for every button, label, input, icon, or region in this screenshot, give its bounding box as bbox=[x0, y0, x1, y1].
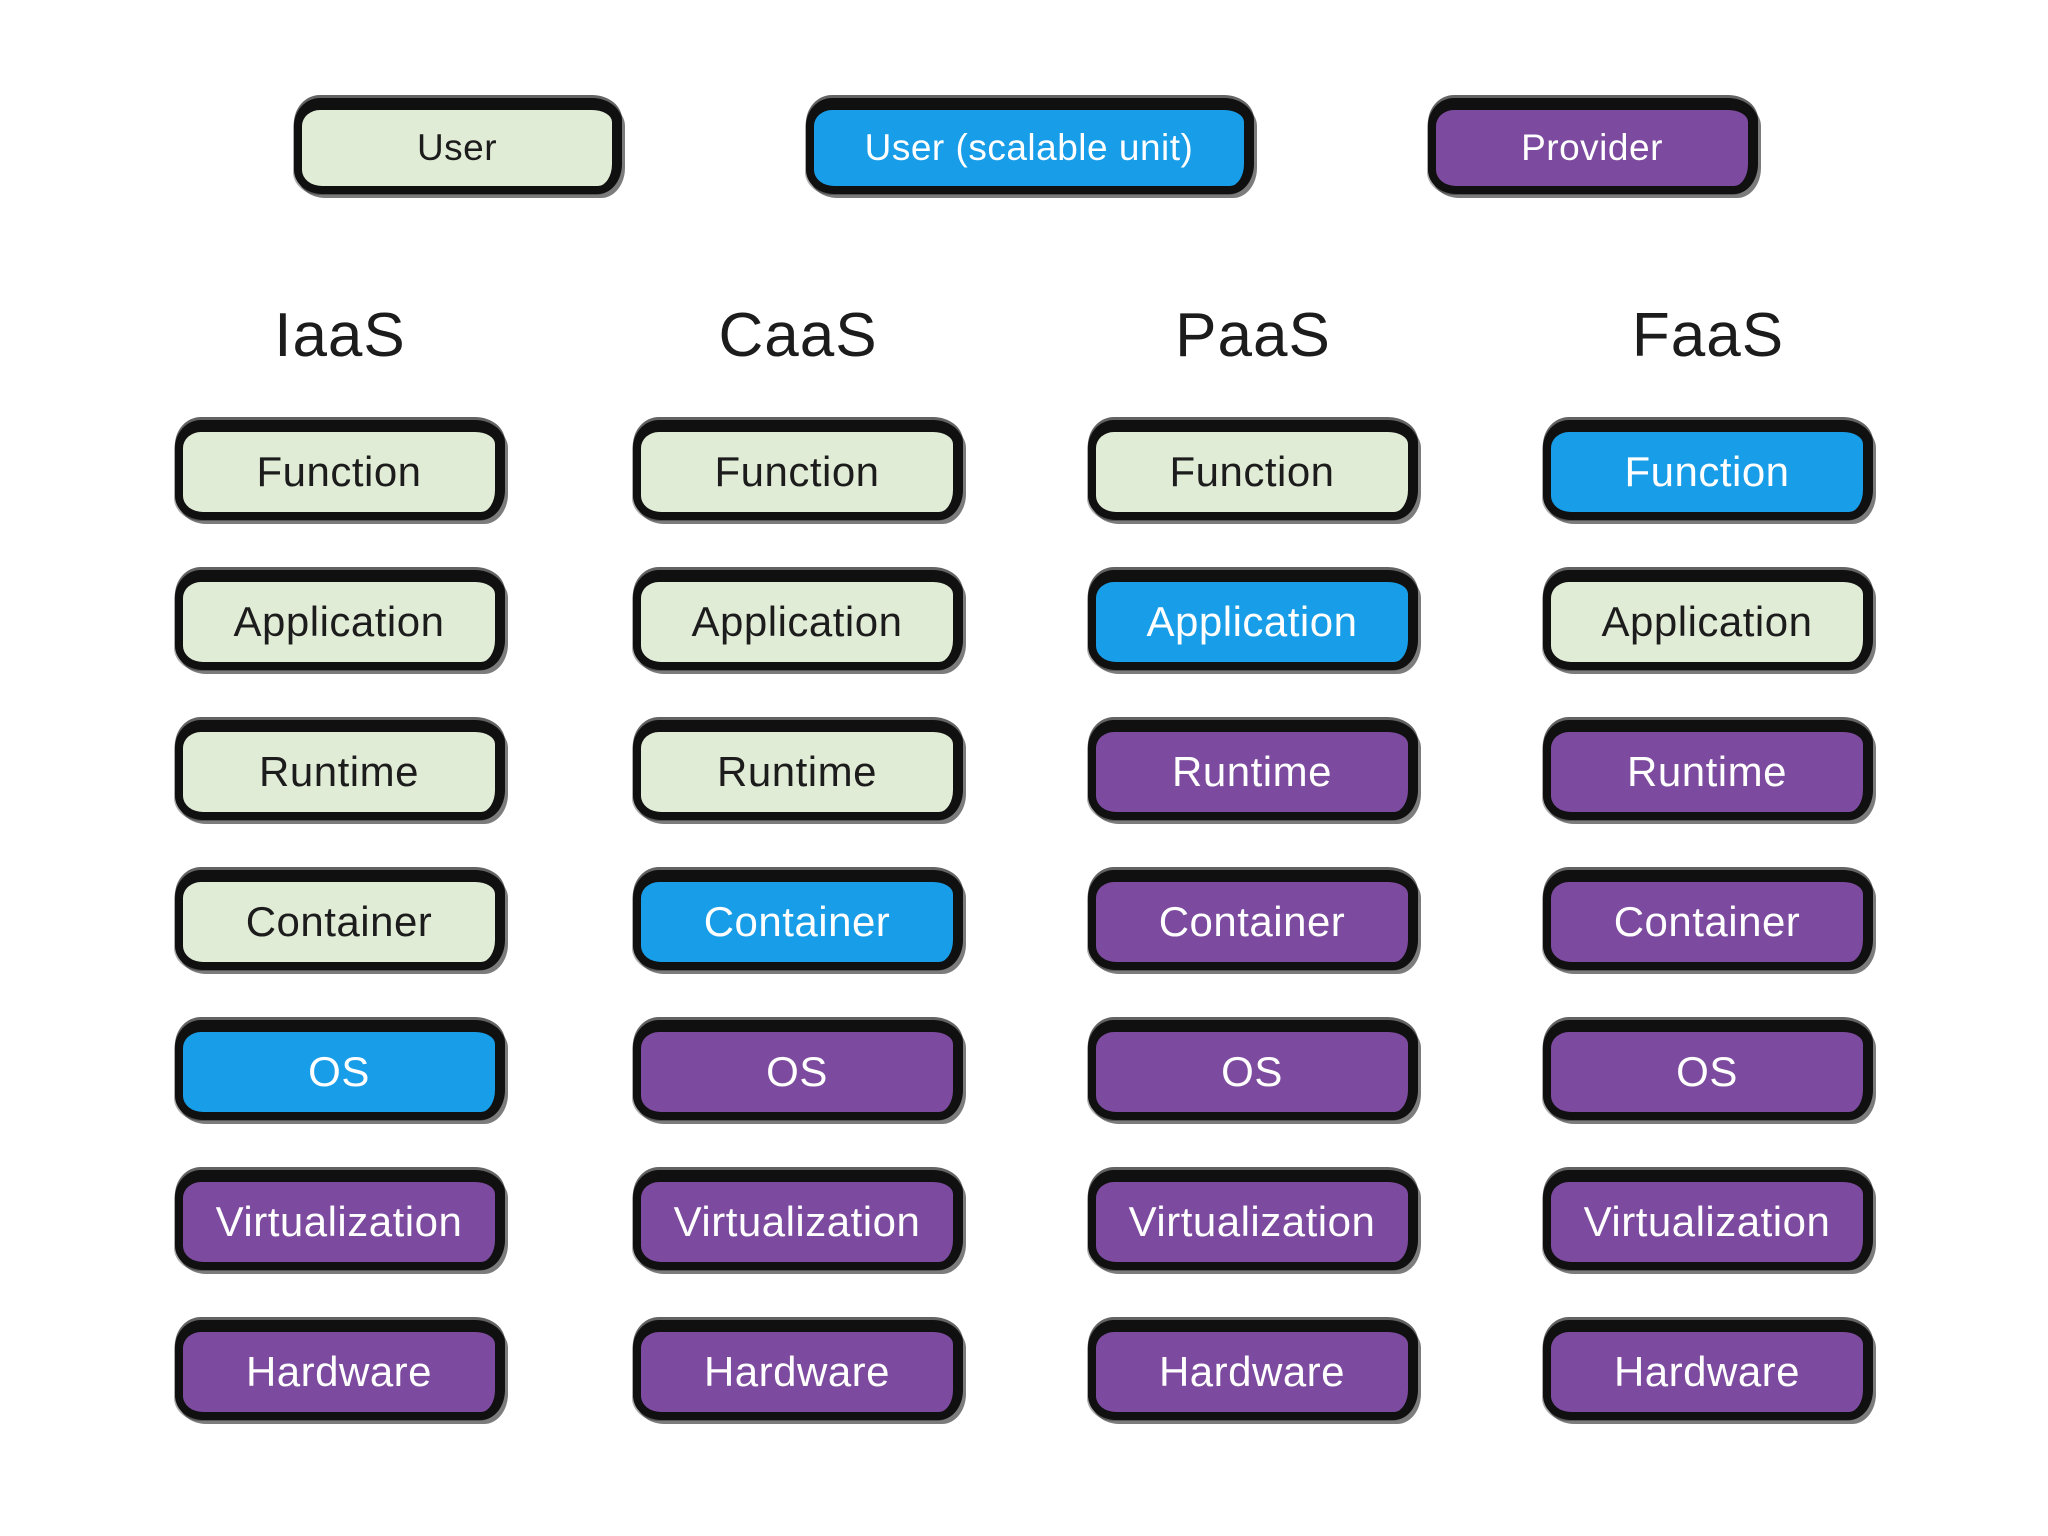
legend-label-provider: Provider bbox=[1521, 127, 1663, 168]
box-faas-hardware: Hardware bbox=[1543, 1320, 1873, 1420]
box-paas-os: OS bbox=[1088, 1020, 1418, 1120]
column-title-faas: FaaS bbox=[1631, 301, 1785, 370]
box-paas-runtime: Runtime bbox=[1088, 720, 1418, 820]
box-iaas-function: Function bbox=[175, 420, 505, 520]
box-faas-function: Function bbox=[1543, 420, 1873, 520]
box-paas-container: Container bbox=[1088, 870, 1418, 970]
box-paas-application: Application bbox=[1088, 570, 1418, 670]
box-label: OS bbox=[308, 1048, 370, 1095]
box-label: Virtualization bbox=[1128, 1198, 1376, 1245]
box-iaas-runtime: Runtime bbox=[175, 720, 505, 820]
legend-box-user-scalable-unit: User (scalable unit) bbox=[806, 98, 1254, 194]
box-label: Application bbox=[691, 598, 903, 645]
box-caas-application: Application bbox=[633, 570, 963, 670]
box-label: Virtualization bbox=[215, 1198, 463, 1245]
box-faas-container: Container bbox=[1543, 870, 1873, 970]
box-label: Virtualization bbox=[1583, 1198, 1831, 1245]
box-label: OS bbox=[766, 1048, 828, 1095]
box-iaas-application: Application bbox=[175, 570, 505, 670]
box-label: Runtime bbox=[259, 748, 419, 795]
box-paas-virtualization: Virtualization bbox=[1088, 1170, 1418, 1270]
box-label: Runtime bbox=[1172, 748, 1332, 795]
box-label: Hardware bbox=[1613, 1348, 1801, 1395]
box-caas-os: OS bbox=[633, 1020, 963, 1120]
box-label: Container bbox=[245, 898, 433, 945]
legend-label-user: User bbox=[416, 127, 498, 168]
box-paas-hardware: Hardware bbox=[1088, 1320, 1418, 1420]
box-label: OS bbox=[1676, 1048, 1738, 1095]
legend-box-provider: Provider bbox=[1428, 98, 1758, 194]
box-label: Function bbox=[1169, 448, 1335, 495]
box-label: Container bbox=[1158, 898, 1346, 945]
box-label: Application bbox=[233, 598, 445, 645]
box-caas-container: Container bbox=[633, 870, 963, 970]
box-label: OS bbox=[1221, 1048, 1283, 1095]
box-iaas-os: OS bbox=[175, 1020, 505, 1120]
box-label: Hardware bbox=[703, 1348, 891, 1395]
box-label: Function bbox=[1624, 448, 1790, 495]
box-faas-runtime: Runtime bbox=[1543, 720, 1873, 820]
box-label: Container bbox=[703, 898, 891, 945]
box-label: Application bbox=[1601, 598, 1813, 645]
box-caas-hardware: Hardware bbox=[633, 1320, 963, 1420]
box-caas-virtualization: Virtualization bbox=[633, 1170, 963, 1270]
box-iaas-hardware: Hardware bbox=[175, 1320, 505, 1420]
column-title-paas: PaaS bbox=[1175, 301, 1331, 370]
column-title-caas: CaaS bbox=[718, 301, 878, 370]
box-caas-runtime: Runtime bbox=[633, 720, 963, 820]
box-label: Container bbox=[1613, 898, 1801, 945]
box-paas-function: Function bbox=[1088, 420, 1418, 520]
box-iaas-container: Container bbox=[175, 870, 505, 970]
box-label: Application bbox=[1146, 598, 1358, 645]
box-iaas-virtualization: Virtualization bbox=[175, 1170, 505, 1270]
box-label: Function bbox=[714, 448, 880, 495]
box-label: Runtime bbox=[717, 748, 877, 795]
box-label: Virtualization bbox=[673, 1198, 921, 1245]
box-faas-application: Application bbox=[1543, 570, 1873, 670]
legend-label-user-scalable-unit: User (scalable unit) bbox=[864, 127, 1194, 168]
column-title-iaas: IaaS bbox=[274, 301, 406, 370]
box-label: Function bbox=[256, 448, 422, 495]
box-caas-function: Function bbox=[633, 420, 963, 520]
box-label: Hardware bbox=[245, 1348, 433, 1395]
box-faas-os: OS bbox=[1543, 1020, 1873, 1120]
box-label: Hardware bbox=[1158, 1348, 1346, 1395]
box-faas-virtualization: Virtualization bbox=[1543, 1170, 1873, 1270]
legend-box-user: User bbox=[294, 98, 622, 194]
box-label: Runtime bbox=[1627, 748, 1787, 795]
